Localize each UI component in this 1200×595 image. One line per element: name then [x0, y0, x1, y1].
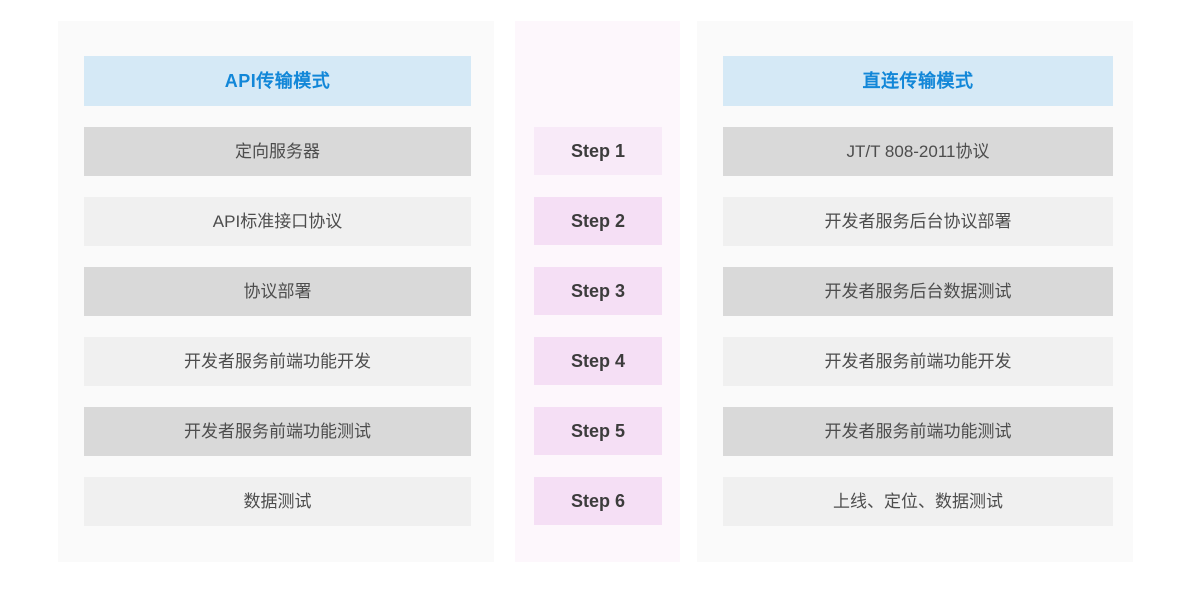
- step-label-3: Step 3: [534, 267, 662, 315]
- api-mode-row-6: 数据测试: [84, 477, 471, 526]
- direct-mode-row-4: 开发者服务前端功能开发: [723, 337, 1113, 386]
- step-label-4: Step 4: [534, 337, 662, 385]
- step-label-6: Step 6: [534, 477, 662, 525]
- api-mode-row-4: 开发者服务前端功能开发: [84, 337, 471, 386]
- api-mode-row-3: 协议部署: [84, 267, 471, 316]
- steps-list: Step 1 Step 2 Step 3 Step 4 Step 5 Step 6: [534, 127, 662, 525]
- direct-mode-row-5: 开发者服务前端功能测试: [723, 407, 1113, 456]
- api-mode-row-1: 定向服务器: [84, 127, 471, 176]
- direct-mode-row-3: 开发者服务后台数据测试: [723, 267, 1113, 316]
- direct-mode-row-1: JT/T 808-2011协议: [723, 127, 1113, 176]
- step-label-2: Step 2: [534, 197, 662, 245]
- api-mode-row-5: 开发者服务前端功能测试: [84, 407, 471, 456]
- direct-mode-rows: JT/T 808-2011协议开发者服务后台协议部署开发者服务后台数据测试开发者…: [723, 127, 1113, 526]
- api-mode-rows: 定向服务器 API标准接口协议协议部署开发者服务前端功能开发开发者服务前端功能测试…: [84, 127, 471, 526]
- api-mode-row-2: API标准接口协议: [84, 197, 471, 246]
- direct-mode-row-2: 开发者服务后台协议部署: [723, 197, 1113, 246]
- direct-mode-panel: 直连传输模式 JT/T 808-2011协议开发者服务后台协议部署开发者服务后台…: [697, 21, 1133, 562]
- step-label-5: Step 5: [534, 407, 662, 455]
- direct-mode-row-6: 上线、定位、数据测试: [723, 477, 1113, 526]
- steps-panel: Step 1 Step 2 Step 3 Step 4 Step 5 Step 6: [515, 21, 680, 562]
- api-mode-header: API传输模式: [84, 56, 471, 106]
- direct-mode-header: 直连传输模式: [723, 56, 1113, 106]
- api-mode-panel: API传输模式 定向服务器 API标准接口协议协议部署开发者服务前端功能开发开发者…: [58, 21, 494, 562]
- step-label-1: Step 1: [534, 127, 662, 175]
